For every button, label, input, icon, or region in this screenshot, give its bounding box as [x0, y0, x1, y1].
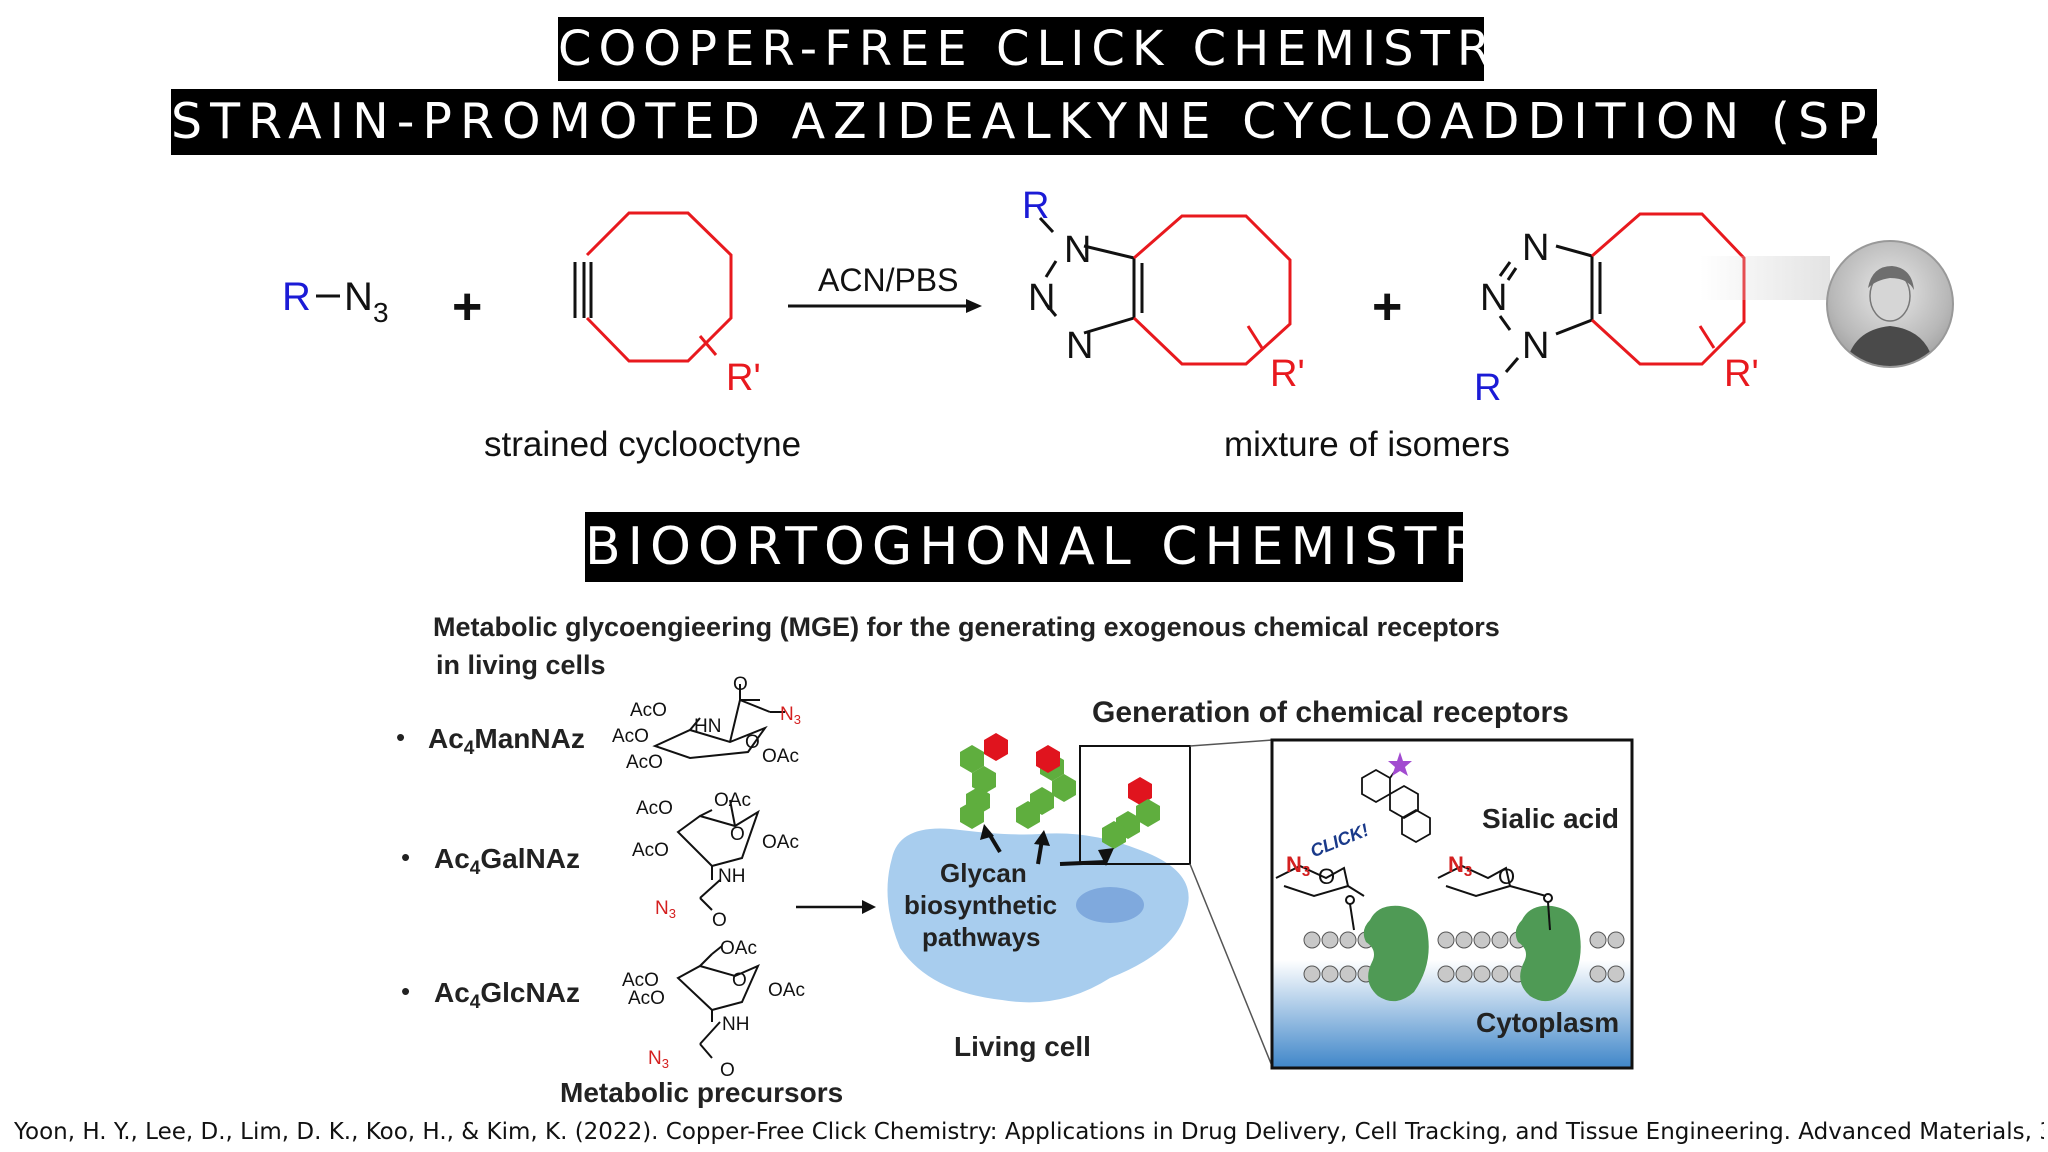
- cytoplasm-label: Cytoplasm: [1476, 1007, 1619, 1038]
- glcnaz-o-ring: O: [732, 970, 747, 991]
- structure-mannaz: [652, 684, 785, 760]
- sialic-sugar-1: [1275, 864, 1365, 931]
- glcnaz-aco-2: AcO: [628, 988, 665, 1009]
- product2-r-label: R: [1474, 367, 1501, 409]
- mannaz-oac: OAc: [762, 746, 799, 767]
- glycan-cluster-2: [1016, 745, 1076, 829]
- sialic-o-2: O: [1498, 864, 1515, 889]
- galnaz-o-carbonyl: O: [712, 910, 727, 931]
- compound-ac4mannaz: Ac4ManNAz: [428, 723, 585, 759]
- mannaz-aco-3: AcO: [626, 752, 663, 773]
- compound-ac4glcnaz: Ac4GlcNAz: [434, 977, 580, 1013]
- sialic-sugar-2: [1437, 864, 1553, 931]
- mge-heading-line1: Metabolic glycoengieering (MGE) for the …: [433, 612, 1500, 642]
- reaction-arrow-head: [966, 299, 982, 313]
- metabolic-precursors-label: Metabolic precursors: [560, 1077, 843, 1108]
- sialic-n3-1: N3: [1286, 852, 1310, 880]
- plus-sign-2: +: [1372, 278, 1402, 336]
- glycan-arrow-1-head: [980, 824, 994, 840]
- reaction-conditions: ACN/PBS: [818, 262, 958, 298]
- mannaz-o-ring: O: [745, 732, 760, 753]
- glycan-arrow-2-head: [1034, 830, 1050, 846]
- glcnaz-nh: NH: [722, 1014, 749, 1035]
- azide-subscript: 3: [373, 297, 389, 328]
- product1-n2: N: [1028, 277, 1055, 319]
- presenter-avatar: [1826, 240, 1954, 368]
- glycan-arrow-3-head: [1098, 848, 1114, 866]
- glcnaz-o-carbonyl: O: [720, 1060, 735, 1081]
- substituent-label-3: R': [1724, 353, 1759, 395]
- zoom-line-top: [1189, 739, 1273, 747]
- glcnaz-oac-1: OAc: [720, 938, 757, 959]
- glcnaz-n3: N3: [648, 1048, 669, 1071]
- spaac-reaction-scheme: R N 3 + R' ACN/PBS R N N N R' +: [282, 185, 1759, 464]
- glcnaz-oac-2: OAc: [768, 980, 805, 1001]
- inset-panel: [1270, 738, 1634, 1070]
- compound-ac4galnaz: Ac4GalNAz: [434, 843, 580, 879]
- glycan-label-line2: biosynthetic: [904, 890, 1057, 920]
- membrane-protein-1: [1363, 905, 1429, 1002]
- galnaz-oac-2: OAc: [762, 832, 799, 853]
- citation-text: Yoon, H. Y., Lee, D., Lim, D. K., Koo, H…: [14, 1119, 2044, 1145]
- glycan-cluster-3: [1102, 777, 1160, 849]
- mannaz-n3: N3: [780, 704, 801, 727]
- structure-glcnaz: [676, 945, 760, 1059]
- galnaz-nh: NH: [718, 866, 745, 887]
- caption-mixture-of-isomers: mixture of isomers: [1224, 425, 1510, 464]
- living-cell-shape: [887, 828, 1189, 1003]
- cell-nucleus: [1076, 887, 1144, 923]
- galnaz-aco-1: AcO: [636, 798, 673, 819]
- mannaz-aco-2: AcO: [612, 726, 649, 747]
- glcnaz-aco-1: AcO: [622, 970, 659, 991]
- zoom-box: [1079, 745, 1191, 865]
- glycan-label-line1: Glycan: [940, 858, 1027, 888]
- bullet-2: •: [401, 842, 410, 872]
- product1-r-label: R: [1022, 185, 1049, 227]
- galnaz-aco-2: AcO: [632, 840, 669, 861]
- membrane-protein-2: [1515, 905, 1581, 1002]
- avatar-fade: [1700, 256, 1830, 300]
- title-copper-free: COOPER-FREE CLICK CHEMISTRY: [558, 17, 1524, 81]
- product1-n1: N: [1064, 229, 1091, 271]
- sialic-o-1: O: [1318, 864, 1335, 889]
- title-spaac: STRAIN-PROMOTED AZIDEALKYNE CYCLOADDITIO…: [171, 89, 2016, 155]
- structure-galnaz: [676, 799, 760, 911]
- caption-strained-cyclooctyne: strained cyclooctyne: [484, 425, 801, 464]
- product2-n1: N: [1522, 227, 1549, 269]
- product2-n3: N: [1522, 325, 1549, 367]
- precursor-arrow-head: [862, 900, 876, 914]
- mge-heading-line2: in living cells: [436, 650, 606, 680]
- product1-n3: N: [1066, 325, 1093, 367]
- galnaz-n3: N3: [655, 898, 676, 921]
- substituent-label-2: R': [1270, 353, 1305, 395]
- glycan-cluster-1: [960, 733, 1008, 829]
- sialic-n3-2: N3: [1448, 852, 1472, 880]
- azide-r-label: R: [282, 275, 311, 319]
- substituent-label-1: R': [726, 357, 761, 399]
- star-icon: [1388, 752, 1412, 776]
- galnaz-oac-1: OAc: [714, 790, 751, 811]
- person-icon: [1846, 266, 1934, 366]
- triazole-product-1: [1038, 214, 1292, 366]
- sialic-acid-label: Sialic acid: [1482, 803, 1619, 834]
- product2-n2: N: [1480, 277, 1507, 319]
- mge-figure: Metabolic glycoengieering (MGE) for the …: [396, 612, 1634, 1108]
- living-cell-label: Living cell: [954, 1031, 1091, 1062]
- azide-n-label: N: [344, 275, 373, 319]
- mannaz-aco-1: AcO: [630, 700, 667, 721]
- mannaz-hn: HN: [694, 716, 721, 737]
- bullet-1: •: [396, 722, 405, 752]
- bullet-3: •: [401, 976, 410, 1006]
- zoom-line-bottom: [1189, 863, 1273, 1067]
- glycan-label-line3: pathways: [922, 922, 1041, 952]
- plus-sign-1: +: [452, 278, 482, 336]
- title-bioorthogonal: BIOORTOGHONAL CHEMISTRY: [585, 512, 1515, 582]
- galnaz-o-ring: O: [730, 824, 745, 845]
- cyclooctyne-structure: [573, 211, 733, 363]
- mannaz-o-carbonyl: O: [733, 674, 748, 695]
- generation-label: Generation of chemical receptors: [1092, 696, 1569, 729]
